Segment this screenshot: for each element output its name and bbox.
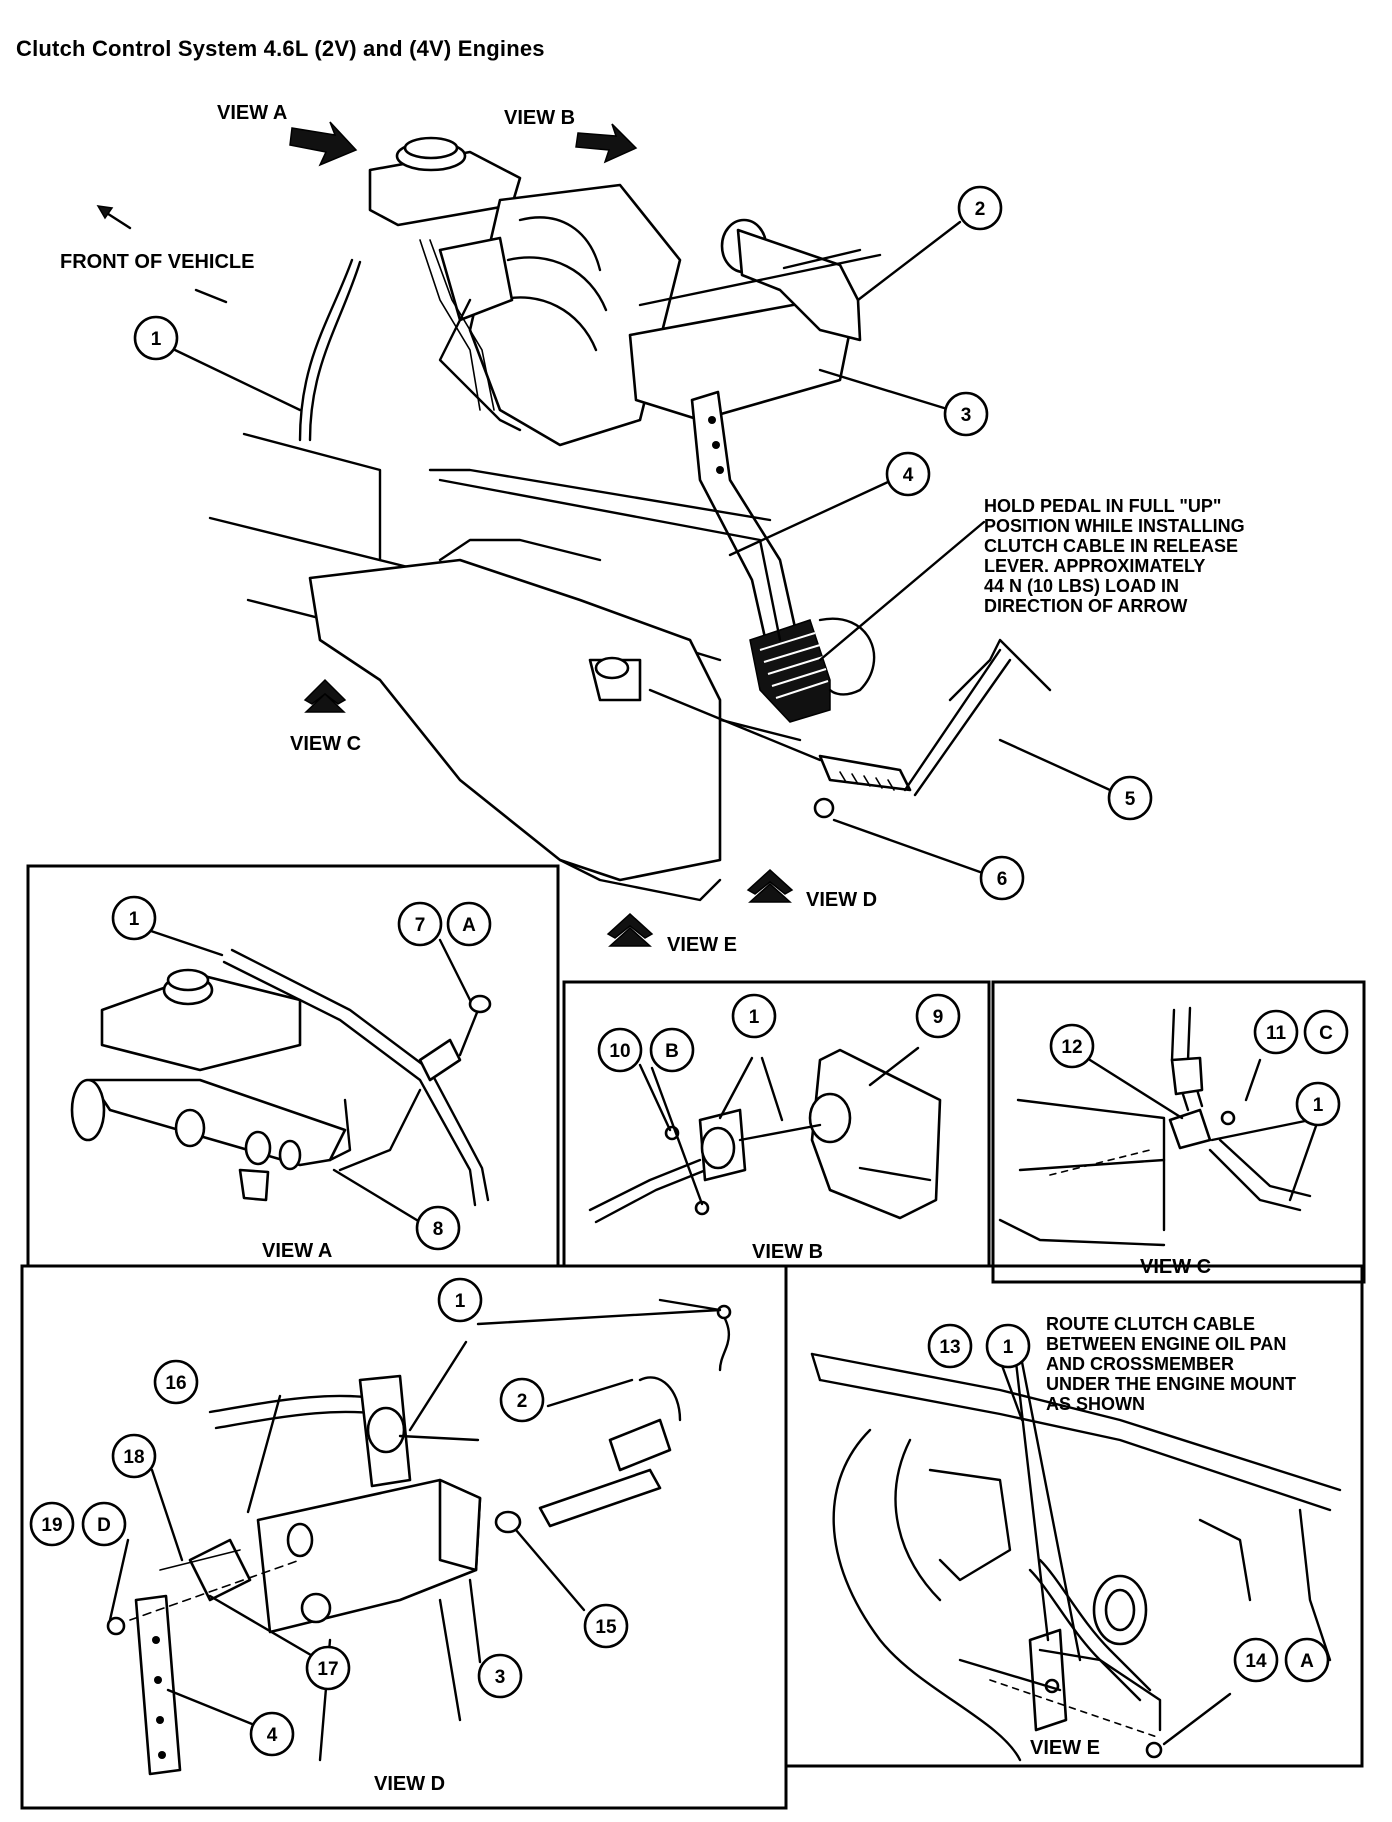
view-d-arrow-label: VIEW D <box>806 889 877 911</box>
view-d-callout-3: 3 <box>495 1667 506 1688</box>
view-b-callout-10: 10 <box>609 1041 630 1062</box>
view-b-panel: 10 B 1 9 VIEW B <box>562 980 991 1268</box>
view-a-panel: 1 7 A 8 VIEW A <box>26 864 560 1268</box>
view-b-callout-b: B <box>665 1041 679 1062</box>
view-d-callout-d: D <box>97 1515 111 1536</box>
view-a-callout-8: 8 <box>433 1219 444 1240</box>
view-a-callout-7: 7 <box>415 915 426 936</box>
view-e-callout-14: 14 <box>1245 1651 1267 1672</box>
view-d-callout-4: 4 <box>267 1725 278 1746</box>
view-c-arrow-icon <box>303 678 347 713</box>
main-assembly: VIEW A VIEW B FRONT OF VEHICLE <box>60 102 1250 956</box>
view-a-arrow-label: VIEW A <box>217 102 287 124</box>
view-d-callout-16: 16 <box>165 1373 186 1394</box>
view-e-callout-13: 13 <box>939 1337 960 1358</box>
view-c-callout-11: 11 <box>1266 1023 1287 1044</box>
view-d-callout-17: 17 <box>317 1659 338 1680</box>
route-cable-note: ROUTE CLUTCH CABLE BETWEEN ENGINE OIL PA… <box>1046 1314 1301 1414</box>
callout-3: 3 <box>961 405 972 426</box>
view-d-callout-15: 15 <box>595 1617 617 1638</box>
view-c-panel: 12 11 C 1 VIEW C <box>991 980 1366 1284</box>
view-a-arrow-icon <box>289 121 358 167</box>
view-b-callout-1: 1 <box>749 1007 760 1028</box>
view-b-arrow-label: VIEW B <box>504 107 575 129</box>
callout-1: 1 <box>151 329 162 350</box>
view-c-callout-12: 12 <box>1061 1037 1082 1058</box>
view-b-arrow-icon <box>575 123 638 164</box>
callout-2: 2 <box>975 199 986 220</box>
view-e-callout-a: A <box>1300 1651 1314 1672</box>
view-b-callout-9: 9 <box>933 1007 944 1028</box>
view-c-callout-c: C <box>1319 1023 1333 1044</box>
view-a-callout-1: 1 <box>129 909 140 930</box>
callout-4: 4 <box>903 465 914 486</box>
view-b-caption: VIEW B <box>752 1241 823 1263</box>
hold-pedal-note: HOLD PEDAL IN FULL "UP" POSITION WHILE I… <box>984 496 1250 616</box>
view-e-caption: VIEW E <box>1030 1737 1100 1759</box>
view-d-callout-2: 2 <box>517 1391 528 1412</box>
view-e-arrow-label: VIEW E <box>667 934 737 956</box>
view-a-callout-a: A <box>462 915 476 936</box>
view-d-callout-19: 19 <box>41 1515 62 1536</box>
callout-5: 5 <box>1125 789 1136 810</box>
view-c-arrow-label: VIEW C <box>290 733 361 755</box>
front-of-vehicle-label: FRONT OF VEHICLE <box>60 251 254 273</box>
view-d-callout-1: 1 <box>455 1291 466 1312</box>
view-d-arrow-icon <box>746 868 794 903</box>
view-e-panel: 13 1 14 A ROUTE CLUTCH CABLE BETWEEN ENG… <box>784 1264 1364 1768</box>
view-a-caption: VIEW A <box>262 1240 332 1262</box>
view-e-arrow-icon <box>606 912 654 947</box>
view-d-panel: 1 16 2 18 19 D 15 17 3 4 VIEW D <box>20 1264 788 1810</box>
view-d-callout-18: 18 <box>123 1447 144 1468</box>
view-d-caption: VIEW D <box>374 1773 445 1795</box>
view-c-callout-1: 1 <box>1313 1095 1324 1116</box>
callout-6: 6 <box>997 869 1008 890</box>
view-e-callout-1: 1 <box>1003 1337 1014 1358</box>
page-title: Clutch Control System 4.6L (2V) and (4V)… <box>16 36 545 61</box>
